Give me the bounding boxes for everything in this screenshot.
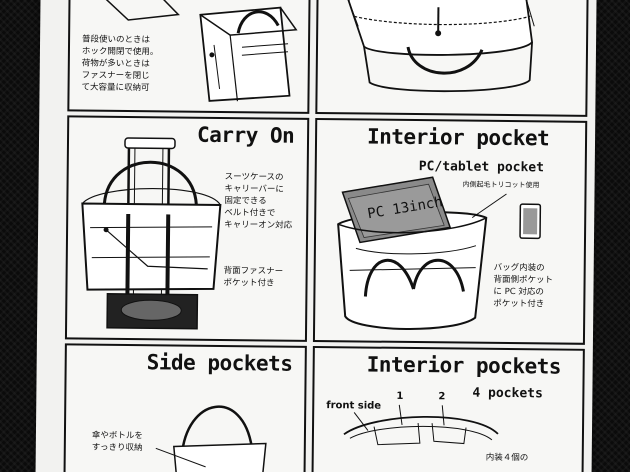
tote-bag-illustration [102, 0, 298, 102]
side-pockets-description: 傘やボトルを すっきり収納 [91, 430, 143, 454]
side-pockets-illustration [155, 405, 267, 472]
panel-carry-on: Carry On スーツケースの キャリーバーに 固定できる ベルト付きで キャ… [64, 115, 310, 342]
panel-open-close: 普段使いのときは ホック開閉で使用。 荷物が多いときは ファスナーを閉じ て大容… [67, 0, 311, 114]
panel-side-pockets: Side pockets 傘やボトルを すっきり収納 [63, 343, 307, 472]
interior-pockets-illustration [343, 404, 499, 446]
interior-pocket-illustration [337, 176, 542, 330]
pc-pocket-description: バッグ内装の 背面側ポケット に PC 対応の ポケット付き [493, 262, 554, 310]
panel-interior-pockets: Interior pockets 4 pockets front side 1 … [311, 345, 585, 472]
bag-top-illustration [347, 0, 535, 93]
panel-interior-pocket: Interior pocket PC/tablet pocket 内側起毛トリコ… [312, 117, 588, 345]
open-close-description: 普段使いのときは ホック開閉で使用。 荷物が多いときは ファスナーを閉じ て大容… [81, 34, 159, 94]
carry-on-belt-description: スーツケースの キャリーバーに 固定できる ベルト付きで キャリーオン対応 [224, 172, 293, 231]
interior-pockets-description: 内装４個の [485, 452, 529, 464]
back-zipper-pocket-description: 背面ファスナー ポケット付き [223, 266, 284, 289]
carry-on-illustration [81, 137, 222, 330]
product-manual-sheet: 普段使いのときは ホック開閉で使用。 荷物が多いときは ファスナーを閉じ て大容… [35, 0, 597, 472]
panel-bag-top [315, 0, 589, 117]
